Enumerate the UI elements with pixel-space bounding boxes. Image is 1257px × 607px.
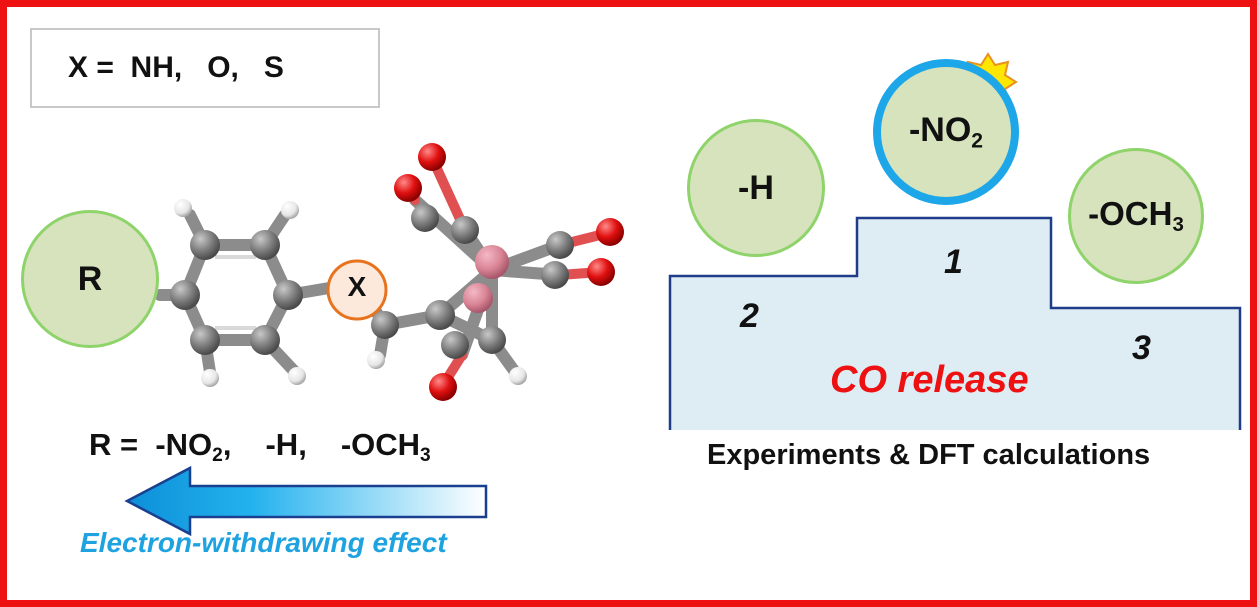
r-substituent-list: R = -NO2,-H,-OCH3: [89, 427, 431, 466]
circle-no2: -NO2: [873, 59, 1019, 205]
x-definition-box: X = NH, O, S: [30, 28, 380, 108]
carbon-atoms: [170, 204, 574, 359]
electron-withdrawing-arrow: [124, 465, 488, 537]
oxygen-atoms: [394, 143, 624, 401]
r-label: R: [77, 259, 103, 298]
rank-second: 2: [740, 297, 759, 335]
rank-third: 3: [1132, 329, 1151, 367]
circle-och3: -OCH3: [1068, 148, 1204, 284]
ring-double-bonds: [215, 255, 256, 330]
experiments-caption: Experiments & DFT calculations: [707, 439, 1151, 471]
circle-h: -H: [687, 119, 825, 257]
hydrogen-atoms: [174, 199, 527, 387]
rank-first: 1: [944, 243, 963, 281]
electron-withdrawing-label: Electron-withdrawing effect: [80, 527, 447, 558]
co-release-label: CO release: [830, 359, 1029, 401]
x-atom-ring: [326, 259, 388, 321]
r-substituent-circle: R: [21, 210, 159, 348]
metal-atoms: [463, 245, 509, 313]
x-atom-label: X: [347, 271, 367, 302]
podium: [668, 216, 1242, 430]
